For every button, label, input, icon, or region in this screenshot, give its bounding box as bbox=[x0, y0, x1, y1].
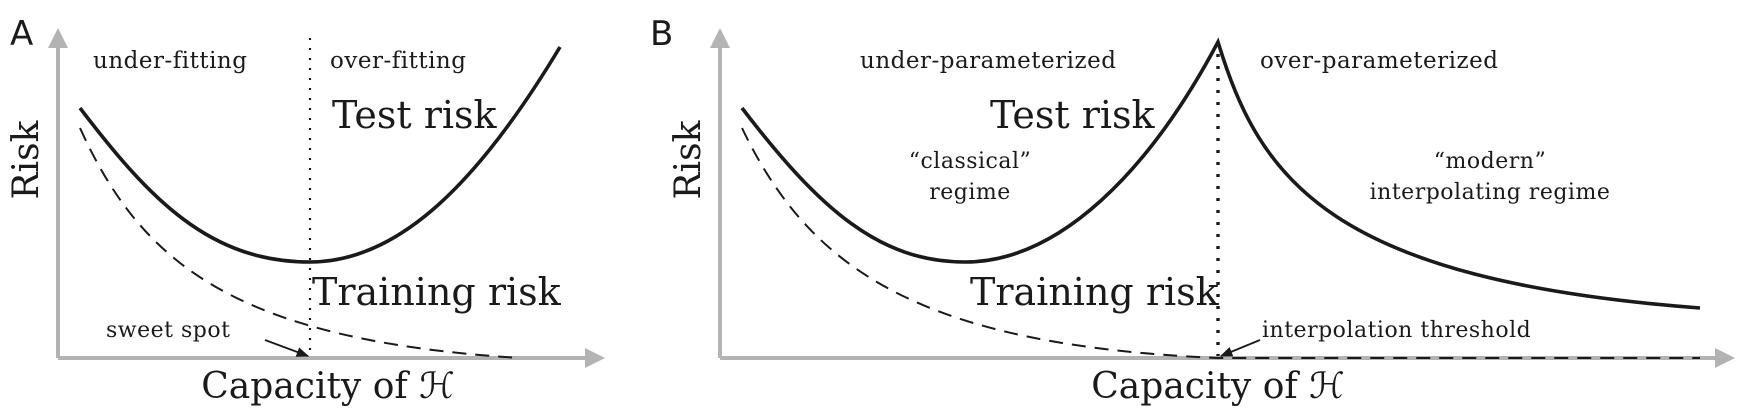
y-axis-label-a: Risk bbox=[6, 119, 47, 199]
region-label-over-parameterized: over-parameterized bbox=[1260, 48, 1498, 74]
x-axis-label-a: Capacity of ℋ bbox=[201, 366, 454, 407]
sweet-spot-label: sweet spot bbox=[106, 318, 230, 343]
panel-a: A under-fitting over-fitting Test risk T… bbox=[6, 14, 605, 407]
training-risk-curve-a bbox=[79, 127, 521, 359]
region-label-under-parameterized: under-parameterized bbox=[860, 48, 1116, 74]
panel-letter-b: B bbox=[650, 14, 673, 54]
classical-regime-line2: regime bbox=[929, 180, 1011, 205]
classical-regime-line1: “classical” bbox=[909, 149, 1032, 174]
interpolation-threshold-arrow bbox=[1219, 339, 1261, 357]
y-axis-label-b: Risk bbox=[668, 119, 709, 199]
modern-regime-line2: interpolating regime bbox=[1370, 180, 1611, 205]
training-risk-label-a: Training risk bbox=[312, 270, 562, 314]
modern-regime-line1: “modern” bbox=[1434, 149, 1546, 174]
test-risk-curve-a bbox=[78, 46, 562, 264]
panel-b: B under-parameterized over-parameterized… bbox=[650, 14, 1735, 407]
panel-letter-a: A bbox=[10, 14, 33, 54]
test-risk-label-a: Test risk bbox=[332, 93, 498, 137]
test-risk-label-b: Test risk bbox=[990, 93, 1156, 137]
x-axis-label-b: Capacity of ℋ bbox=[1091, 366, 1344, 407]
training-risk-label-b: Training risk bbox=[970, 270, 1220, 314]
training-risk-curve-b bbox=[741, 127, 1700, 359]
interpolation-threshold-label: interpolation threshold bbox=[1262, 318, 1531, 343]
region-label-under-fitting: under-fitting bbox=[93, 48, 247, 74]
test-risk-curve-b bbox=[740, 37, 1701, 310]
region-label-over-fitting: over-fitting bbox=[330, 48, 466, 74]
sweet-spot-arrow bbox=[264, 339, 310, 357]
